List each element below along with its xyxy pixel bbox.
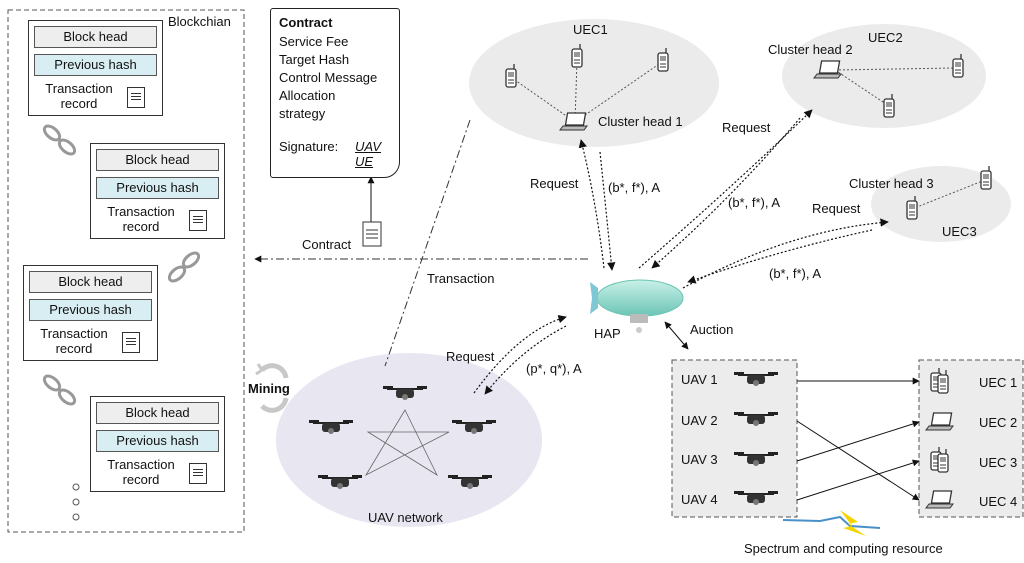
chain-link-icon <box>42 124 77 156</box>
request-label: Request <box>530 176 579 191</box>
cluster-head-2-label: Cluster head 2 <box>768 42 853 57</box>
uav-mesh <box>364 409 450 477</box>
mining-label: Mining <box>248 381 290 396</box>
signature-uav: UAV <box>355 139 382 154</box>
uec2-label: UEC2 <box>868 30 903 45</box>
request-label: Request <box>812 201 861 216</box>
mining-icon <box>255 363 289 413</box>
request-label: Request <box>446 349 495 364</box>
block-head: Block head <box>96 149 219 171</box>
contract-item: Target Hash <box>279 52 350 67</box>
document-icon <box>189 210 207 231</box>
contract-caption: Contract <box>302 237 352 252</box>
uav-label: UAV 1 <box>681 372 718 387</box>
response-label: (b*, f*), A <box>608 180 661 195</box>
uav-label: UAV 3 <box>681 452 718 467</box>
contract-box: Contract Service Fee Target Hash Control… <box>270 8 400 178</box>
contract-item: Control Message <box>279 70 378 85</box>
response-label: (b*, f*), A <box>769 266 822 281</box>
lightning-icon <box>840 510 866 536</box>
transaction-label: Transaction <box>427 271 495 286</box>
block-head: Block head <box>29 271 152 293</box>
signature-ue: UE <box>355 154 374 169</box>
uec-label: UEC 4 <box>979 494 1018 509</box>
uav-network-label: UAV network <box>368 510 443 525</box>
document-icon <box>122 332 140 353</box>
cluster-head-3-label: Cluster head 3 <box>849 176 934 191</box>
document-icon <box>127 87 145 108</box>
spectrum-label: Spectrum and computing resource <box>744 541 943 556</box>
block-head: Block head <box>34 26 157 48</box>
uec1-label: UEC1 <box>573 22 608 37</box>
response-label: (p*, q*), A <box>526 361 582 376</box>
uec-label: UEC 3 <box>979 455 1018 470</box>
request-label: Request <box>722 120 771 135</box>
uav-network-cluster <box>276 353 542 527</box>
contract-item: Service Fee <box>279 34 349 49</box>
uec1-cluster <box>469 19 719 147</box>
uec-label: UEC 2 <box>979 415 1018 430</box>
uec2-cluster <box>782 24 986 128</box>
uav-label: UAV 4 <box>681 492 718 507</box>
uec3-label: UEC3 <box>942 224 977 239</box>
uec-label: UEC 1 <box>979 375 1018 390</box>
uec3-cluster <box>871 166 1011 242</box>
wireless-link-icon <box>782 515 881 529</box>
cluster-head-1-label: Cluster head 1 <box>598 114 683 129</box>
hap-airship-icon <box>590 279 684 333</box>
phone-icon <box>980 165 992 190</box>
previous-hash: Previous hash <box>96 430 219 452</box>
uav-auction-box <box>671 359 798 518</box>
chain-link-icon <box>42 374 77 406</box>
blockchain-title: Blockchian <box>168 14 231 29</box>
chain-link-icon <box>167 251 201 283</box>
hap-label: HAP <box>594 326 621 341</box>
signature-label: Signature: <box>279 139 339 154</box>
previous-hash: Previous hash <box>29 299 152 321</box>
contract-title: Contract <box>279 15 333 30</box>
block-head: Block head <box>96 402 219 424</box>
document-icon <box>189 463 207 484</box>
response-label: (b*, f*), A <box>728 195 781 210</box>
more-blocks-dots <box>72 483 80 521</box>
previous-hash: Previous hash <box>96 177 219 199</box>
contract-item: Allocation <box>279 88 336 103</box>
contract-item: strategy <box>279 106 326 121</box>
auction-label: Auction <box>690 322 734 337</box>
previous-hash: Previous hash <box>34 54 157 76</box>
uav-label: UAV 2 <box>681 413 718 428</box>
blockchain-panel <box>7 9 245 533</box>
